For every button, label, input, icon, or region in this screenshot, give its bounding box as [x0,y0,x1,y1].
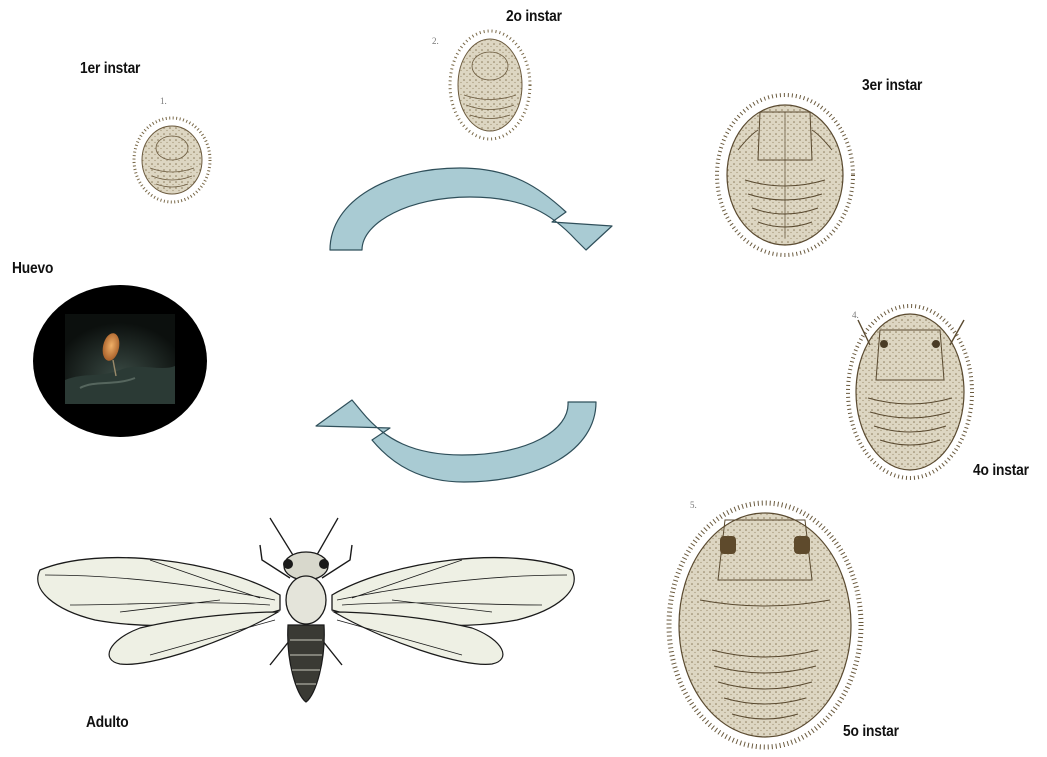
label-2nd-instar: 2o instar [506,8,562,26]
nymph-1st-instar [134,118,210,202]
plate-number-5: 5. [690,500,697,510]
nymph-2nd-instar [450,31,530,139]
label-adult: Adulto [86,714,129,732]
curved-arrow-clockwise-icon [330,168,612,250]
egg-photo [33,285,207,437]
label-3rd-instar: 3er instar [862,77,922,95]
label-4th-instar: 4o instar [973,462,1029,480]
plate-number-2: 2. [432,36,439,46]
nymph-3rd-instar [717,95,853,255]
label-1st-instar: 1er instar [80,60,140,78]
nymph-4th-instar [848,306,972,478]
plate-number-4: 4. [852,310,859,320]
nymph-5th-instar [669,503,861,747]
adult-cicada [38,518,574,702]
label-5th-instar: 5o instar [843,723,899,741]
label-egg: Huevo [12,260,53,278]
plate-number-1: 1. [160,96,167,106]
curved-arrow-return-icon [316,400,596,482]
